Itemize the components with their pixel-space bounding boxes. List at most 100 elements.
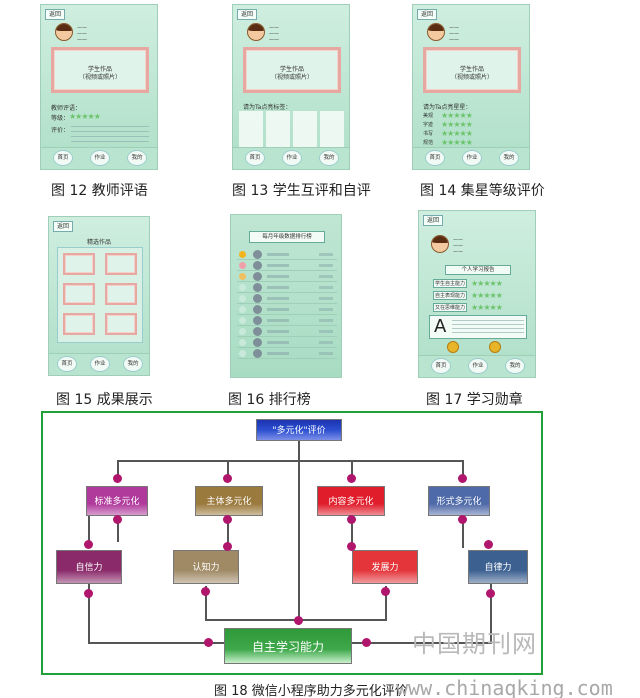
level2-node-development: 发展力 [352,550,418,584]
watermark-url: www.chinaqking.com [396,676,613,698]
star-row-stars[interactable]: ★★★★★ [441,138,473,147]
student-avatar [247,23,265,41]
star-row-label: 书写 [423,131,434,137]
level-stars: ★★★★★ [69,112,101,121]
watermark-chinese: 中国期刊网 [412,630,537,658]
gallery-item[interactable] [105,283,137,305]
star-row-stars[interactable]: ★★★★★ [441,111,473,120]
nav-mine[interactable]: 我的 [127,150,147,166]
ranking-row [237,315,337,326]
user-avatar-icon [253,349,262,358]
connector-dot [223,474,232,483]
back-button[interactable]: 返回 [417,9,437,20]
ranking-row [237,271,337,282]
medal-icon [489,341,501,353]
bottom-node: 自主学习能力 [224,628,352,664]
row-text-placeholder [267,264,289,267]
ranking-row [237,249,337,260]
connector [352,642,492,644]
caption-fig13: 图 13 学生互评和自评 [232,183,371,199]
back-button[interactable]: 返回 [53,221,73,232]
nav-homework[interactable]: 作业 [462,150,482,166]
row-score-placeholder [319,319,333,322]
ranking-row [237,293,337,304]
gallery-item[interactable] [105,313,137,335]
report-item-stars: ★★★★★ [471,302,503,312]
phone-screenshot-fig12: 返回 —————— 学生作品（视频或照片） 教师评语： 等级： ★★★★★ 评价… [40,4,158,170]
star-row-label: 字迹 [423,122,434,128]
gallery-item[interactable] [105,253,137,275]
ranking-row [237,326,337,337]
nav-mine[interactable]: 我的 [499,150,519,166]
level1-node-content: 内容多元化 [317,486,385,516]
row-score-placeholder [319,286,333,289]
grade-letter: A [434,316,447,337]
back-button[interactable]: 返回 [423,215,443,226]
connector-dot [113,474,122,483]
connector [117,516,119,542]
comment-label: 评价： [51,127,70,134]
nav-home[interactable]: 首页 [425,150,445,166]
nav-mine[interactable]: 我的 [505,358,525,374]
level2-node-cognition: 认知力 [173,550,239,584]
nav-homework[interactable]: 作业 [468,358,488,374]
student-avatar [427,23,445,41]
nav-mine[interactable]: 我的 [319,150,339,166]
connector-dot [347,474,356,483]
connector-dot [223,515,232,524]
connector-dot [113,515,122,524]
row-text-placeholder [267,297,289,300]
connector [298,461,300,625]
connector-dot [362,638,371,647]
nav-home[interactable]: 首页 [53,150,73,166]
level-label: 等级： [51,115,70,122]
connector-dot [294,616,303,625]
star-row-stars[interactable]: ★★★★★ [441,120,473,129]
back-button[interactable]: 返回 [237,9,257,20]
nav-mine[interactable]: 我的 [123,356,143,372]
star-rating-title: 请为Ta点亮星星： [423,104,472,111]
report-item-stars: ★★★★★ [471,290,503,300]
nav-homework[interactable]: 作业 [90,356,110,372]
back-button[interactable]: 返回 [45,9,65,20]
row-text-placeholder [267,308,289,311]
caption-fig14: 图 14 集星等级评价 [420,183,545,199]
connector-dot [347,542,356,551]
nav-homework[interactable]: 作业 [282,150,302,166]
ranking-row [237,260,337,271]
level1-node-standard: 标准多元化 [86,486,148,516]
caption-fig12: 图 12 教师评语 [51,183,148,199]
nav-home[interactable]: 首页 [57,356,77,372]
caption-fig16: 图 16 排行榜 [228,392,311,408]
peer-review-title: 请为Ta点亮标签： [243,104,292,111]
star-row-label: 美观 [423,113,434,119]
grade-panel: A [429,315,527,339]
row-score-placeholder [319,253,333,256]
connector-dot [201,587,210,596]
connector [88,516,90,548]
level1-node-form: 形式多元化 [428,486,490,516]
user-avatar-icon [253,283,262,292]
nav-home[interactable]: 首页 [245,150,265,166]
caption-fig18: 图 18 微信小程序助力多元化评价 [214,684,408,698]
gallery-item[interactable] [63,283,95,305]
medal-icon [239,262,246,269]
student-avatar [431,235,449,253]
bottom-nav: 首页 作业 我的 [41,147,157,169]
row-score-placeholder [319,341,333,344]
rank-number [239,317,246,324]
gallery-item[interactable] [63,313,95,335]
row-text-placeholder [267,275,289,278]
ranking-row [237,282,337,293]
nav-home[interactable]: 首页 [431,358,451,374]
connector [300,619,386,621]
nav-homework[interactable]: 作业 [90,150,110,166]
gallery-item[interactable] [63,253,95,275]
star-row-stars[interactable]: ★★★★★ [441,129,473,138]
connector [462,460,464,478]
level2-node-confidence: 自信力 [56,550,122,584]
connector [351,460,353,478]
peer-tag-grid[interactable] [239,111,345,147]
rank-number [239,284,246,291]
connector-dot [458,474,467,483]
